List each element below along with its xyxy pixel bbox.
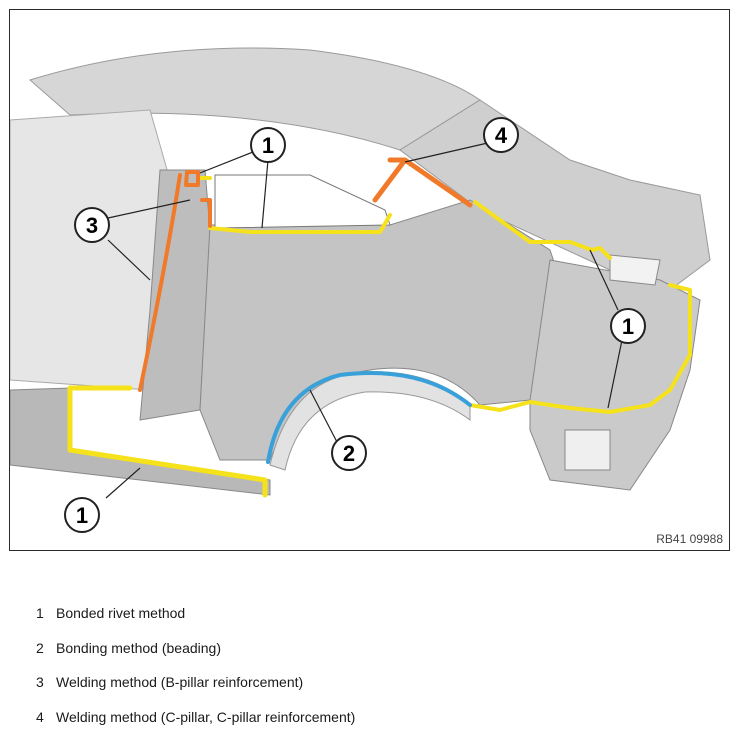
legend-number: 3: [36, 674, 56, 690]
callout-3: 3: [75, 208, 109, 242]
legend-text: Welding method (B-pillar reinforcement): [56, 674, 303, 690]
legend-number: 2: [36, 640, 56, 656]
figure-frame: 1 3 4 1 2 1 RB41 09988: [9, 9, 730, 551]
callout-1-top: 1: [251, 128, 285, 162]
callout-2: 2: [332, 436, 366, 470]
legend-item-2: 2 Bonding method (beading): [36, 631, 716, 666]
svg-text:2: 2: [343, 441, 355, 466]
callout-1-bottom: 1: [65, 498, 99, 532]
legend-text: Bonding method (beading): [56, 640, 221, 656]
legend-item-3: 3 Welding method (B-pillar reinforcement…: [36, 665, 716, 700]
legend-item-1: 1 Bonded rivet method: [36, 596, 716, 631]
svg-text:3: 3: [86, 213, 98, 238]
legend-text: Welding method (C-pillar, C-pillar reinf…: [56, 709, 355, 725]
car-body-illustration: 1 3 4 1 2 1: [10, 10, 730, 551]
legend-number: 1: [36, 605, 56, 621]
callout-1-right: 1: [611, 309, 645, 343]
car-body-panels: [10, 48, 710, 495]
svg-text:4: 4: [495, 123, 508, 148]
svg-text:1: 1: [262, 133, 274, 158]
figure-reference-code: RB41 09988: [656, 532, 723, 546]
callout-4: 4: [484, 118, 518, 152]
legend-number: 4: [36, 709, 56, 725]
svg-text:1: 1: [76, 503, 88, 528]
legend-list: 1 Bonded rivet method 2 Bonding method (…: [36, 596, 716, 734]
legend-text: Bonded rivet method: [56, 605, 185, 621]
svg-text:1: 1: [622, 314, 634, 339]
